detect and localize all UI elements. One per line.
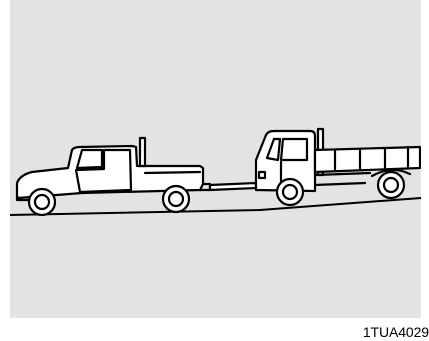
towing-illustration bbox=[10, 0, 421, 318]
figure-code: 1TUA4029 bbox=[363, 324, 429, 341]
flatbed-chassis bbox=[315, 173, 370, 185]
flatbed-rear-wheel bbox=[378, 172, 404, 198]
pickup-truck bbox=[17, 138, 210, 215]
road-line bbox=[10, 198, 421, 215]
flatbed-platform bbox=[315, 147, 420, 172]
tow-bar bbox=[210, 183, 256, 190]
illustration-panel bbox=[10, 0, 421, 318]
pickup-bed-line bbox=[145, 172, 200, 173]
pickup-rear-wheel bbox=[163, 186, 189, 212]
flatbed-truck bbox=[256, 129, 420, 205]
flatbed-front-wheel bbox=[277, 179, 303, 205]
pickup-rack bbox=[140, 138, 145, 166]
pickup-front-wheel bbox=[29, 189, 55, 215]
